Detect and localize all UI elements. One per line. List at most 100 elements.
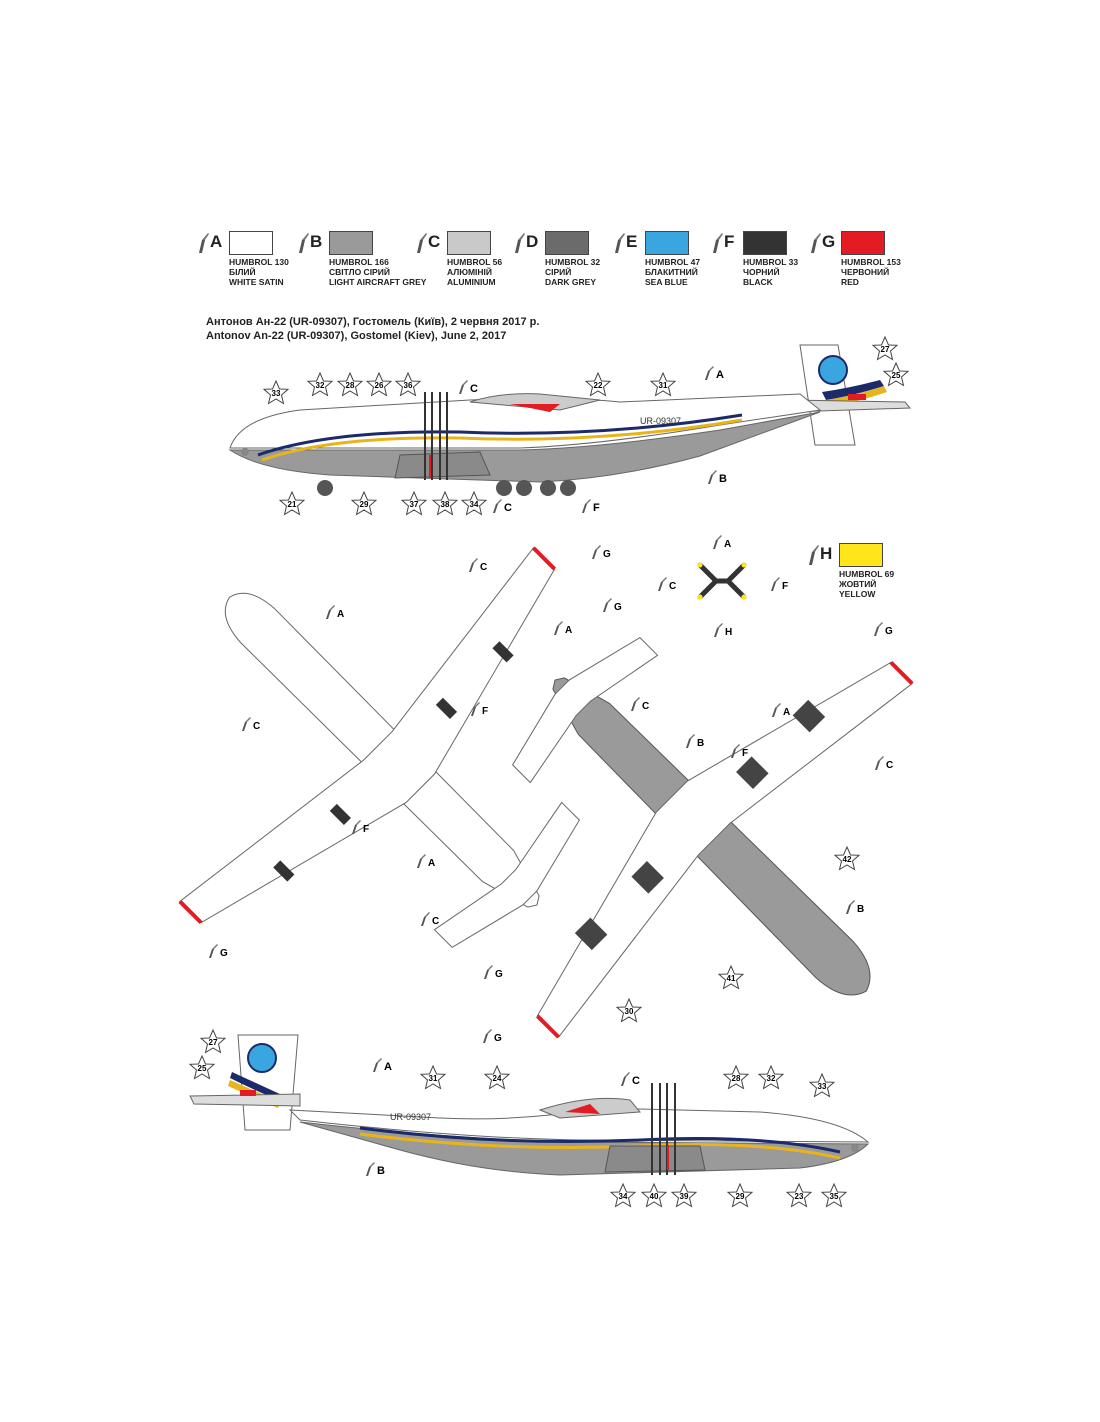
callout-c: C xyxy=(459,380,478,395)
svg-text:24: 24 xyxy=(493,1074,502,1083)
svg-text:G: G xyxy=(885,626,893,637)
tailplane-2 xyxy=(189,1093,301,1107)
decal-35-b: 35 xyxy=(821,1183,847,1207)
swatch-b: B HUMBROL 166 СВІТЛО СІРИЙ LIGHT AIRCRAF… xyxy=(296,228,426,298)
svg-text:27: 27 xyxy=(209,1038,218,1047)
swatch-f: F HUMBROL 33 ЧОРНИЙ BLACK xyxy=(710,228,840,298)
decal-30: 30 xyxy=(616,998,642,1022)
decal-32: 32 xyxy=(307,372,333,396)
decal-numbers-side-2: 27 25 31 24 28 32 33 34 40 39 29 23 35 xyxy=(189,1029,847,1207)
swatch-code: HUMBROL 153 xyxy=(841,257,901,267)
svg-text:B: B xyxy=(377,1165,385,1177)
svg-text:A: A xyxy=(565,625,572,636)
bottom-tailplane xyxy=(511,636,659,784)
svg-text:F: F xyxy=(363,824,369,835)
fuselage-upper-2 xyxy=(288,1107,870,1143)
swatch-letter: B xyxy=(310,232,323,251)
swatch-letter: D xyxy=(526,232,539,251)
svg-text:36: 36 xyxy=(404,381,413,390)
red-flash xyxy=(510,404,560,412)
swatch-code: HUMBROL 32 xyxy=(545,257,601,267)
swatch-name-en: YELLOW xyxy=(839,589,876,599)
decal-25-b: 25 xyxy=(189,1055,215,1079)
decal-39-b: 39 xyxy=(671,1183,697,1207)
swatch-name-en: DARK GREY xyxy=(545,277,597,287)
top-engines xyxy=(273,641,514,882)
callout-a-top: A xyxy=(326,605,344,620)
svg-text:31: 31 xyxy=(659,381,668,390)
svg-text:28: 28 xyxy=(732,1074,741,1083)
svg-text:C: C xyxy=(632,1075,640,1087)
callout-a-prop: A xyxy=(713,535,731,550)
decal-23-b: 23 xyxy=(786,1183,812,1207)
callout-g-bot-2: G xyxy=(874,622,893,637)
svg-text:42: 42 xyxy=(843,855,852,864)
svg-text:35: 35 xyxy=(830,1192,839,1201)
stripe-yellow xyxy=(261,418,743,462)
bottom-engines xyxy=(574,699,826,951)
swatch-name-en: RED xyxy=(841,277,859,287)
tail-logo-2 xyxy=(247,1043,277,1073)
callout-c-bot-2: C xyxy=(875,756,893,771)
decal-27-b: 27 xyxy=(200,1029,226,1053)
swatch-name-ua: АЛЮМІНІЙ xyxy=(447,267,493,277)
svg-text:33: 33 xyxy=(818,1082,827,1091)
decal-28-b: 28 xyxy=(723,1065,749,1089)
paint-legend: A HUMBROL 130 БІЛИЙ WHITE SATIN B HUMBRO… xyxy=(196,228,916,298)
brush-icon xyxy=(299,233,309,253)
decal-28: 28 xyxy=(337,372,363,396)
side-view-left: UR-09307 A B C C F xyxy=(228,344,912,514)
svg-text:28: 28 xyxy=(346,381,355,390)
svg-text:C: C xyxy=(432,916,439,927)
swatch-e: E HUMBROL 47 БЛАКИТНИЙ SEA BLUE xyxy=(612,228,742,298)
swatch-g: G HUMBROL 153 ЧЕРВОНИЙ RED xyxy=(808,228,938,298)
swatch-code: HUMBROL 130 xyxy=(229,257,289,267)
swatch-name-ua: ЧОРНИЙ xyxy=(743,267,780,277)
decal-40-b: 40 xyxy=(641,1183,667,1207)
callout-a: A xyxy=(705,366,724,381)
brush-icon xyxy=(615,233,625,253)
registration-label-2: UR-09307 xyxy=(390,1112,431,1122)
decal-38: 38 xyxy=(432,491,458,515)
svg-text:37: 37 xyxy=(410,500,419,509)
decal-27: 27 xyxy=(872,336,898,360)
brush-icon xyxy=(811,233,821,253)
decal-26: 26 xyxy=(366,372,392,396)
bottom-view xyxy=(511,636,914,1039)
color-chip xyxy=(839,543,883,567)
decal-34: 34 xyxy=(461,491,487,515)
svg-text:31: 31 xyxy=(429,1074,438,1083)
red-flash-2 xyxy=(565,1104,600,1114)
svg-text:22: 22 xyxy=(594,381,603,390)
top-view xyxy=(178,546,581,949)
swatch-name-en: WHITE SATIN xyxy=(229,277,284,287)
tail-stripes xyxy=(822,380,884,400)
color-chip xyxy=(545,231,589,255)
callout-a-bot: A xyxy=(554,621,572,636)
top-wing xyxy=(179,547,556,924)
callout-c-top-3: C xyxy=(421,912,439,927)
svg-text:38: 38 xyxy=(441,500,450,509)
decal-numbers-bottom: 42 41 30 xyxy=(616,846,860,1022)
callout-f-top-2: F xyxy=(352,820,369,835)
svg-text:39: 39 xyxy=(680,1192,689,1201)
svg-text:F: F xyxy=(482,706,488,717)
callout-a-side2: A xyxy=(373,1058,392,1073)
svg-text:C: C xyxy=(470,383,478,395)
swatch-name-en: ALUMINIUM xyxy=(447,277,496,287)
caption-en: Antonov An-22 (UR-09307), Gostomel (Kiev… xyxy=(206,330,507,342)
swatch-name-en: SEA BLUE xyxy=(645,277,688,287)
decal-33-b: 33 xyxy=(809,1073,835,1097)
decal-42: 42 xyxy=(834,846,860,870)
svg-text:26: 26 xyxy=(375,381,384,390)
swatch-name-en: LIGHT AIRCRAFT GREY xyxy=(329,277,427,287)
svg-text:27: 27 xyxy=(881,345,890,354)
propeller-detail: A C F H xyxy=(658,535,788,638)
svg-text:40: 40 xyxy=(650,1192,659,1201)
swatch-name-ua: ЖОВТИЙ xyxy=(839,579,877,589)
callout-f: F xyxy=(582,499,600,514)
callout-a-top-2: A xyxy=(417,854,435,869)
svg-text:C: C xyxy=(504,502,512,514)
callout-b-bot: B xyxy=(686,734,704,749)
